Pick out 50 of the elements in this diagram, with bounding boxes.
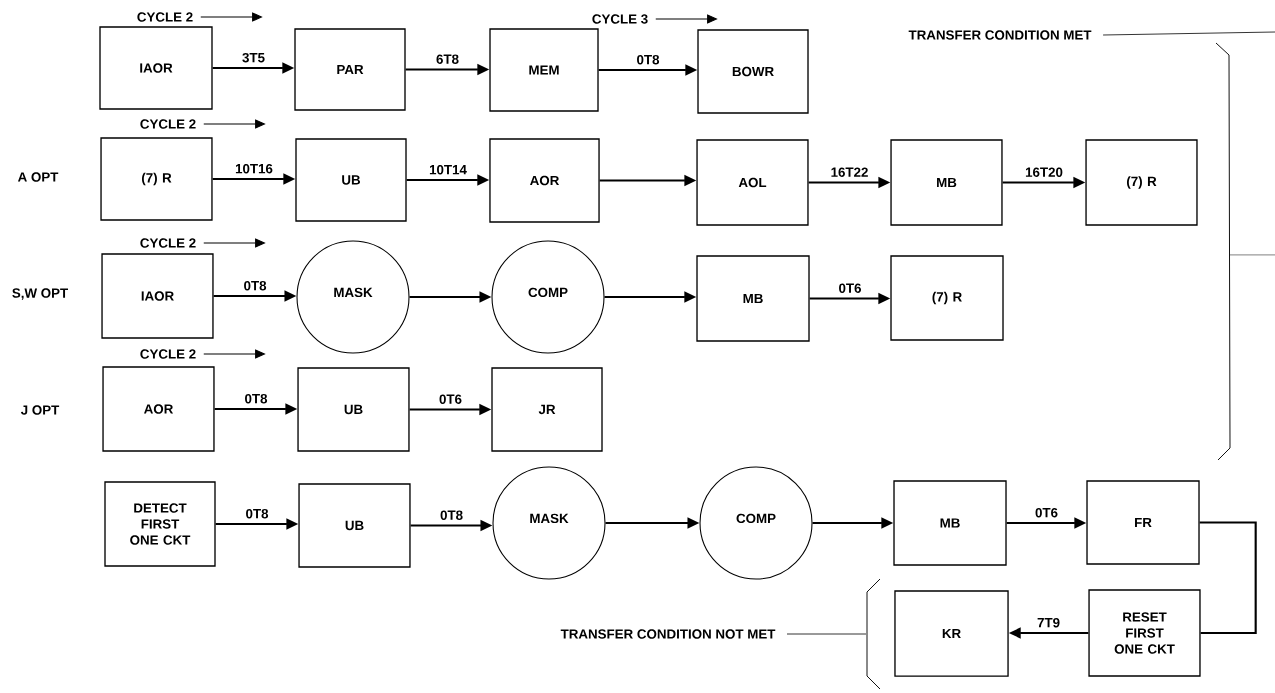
process-box: PAR: [294, 28, 406, 111]
process-box: UB: [297, 367, 410, 452]
edge-label: 16T20: [1023, 166, 1065, 179]
circle-node: MASK: [492, 466, 606, 580]
edge-label: 0T8: [635, 53, 661, 66]
process-box: IAOR: [101, 253, 214, 339]
process-box: (7) R: [1085, 139, 1198, 226]
cycle-label: CYCLE 2: [140, 349, 196, 359]
process-box: UB: [298, 483, 411, 568]
edge-label: 3T5: [240, 51, 267, 64]
edge-label: 6T8: [434, 53, 461, 66]
row-label: J OPT: [20, 405, 60, 415]
condition-label: TRANSFER CONDITION MET: [908, 30, 1092, 40]
process-box: MB: [696, 255, 810, 342]
process-box: MB: [890, 139, 1003, 226]
edge-label: 7T9: [1035, 616, 1062, 629]
process-box: DETECT FIRST ONE CKT: [104, 481, 216, 567]
edge-label: 10T14: [427, 163, 469, 176]
cycle-label: CYCLE 2: [140, 238, 196, 248]
row-label: S,W OPT: [12, 288, 68, 300]
cycle-label: CYCLE 2: [140, 119, 196, 129]
circle-node: COMP: [699, 466, 813, 580]
process-box: JR: [491, 367, 603, 452]
process-box: UB: [295, 138, 407, 222]
process-box: FR: [1086, 480, 1200, 565]
edge-label: 16T22: [829, 166, 870, 179]
circle-node: MASK: [296, 240, 410, 354]
process-box: AOR: [489, 138, 600, 223]
edge-label: 0T8: [438, 509, 465, 522]
circle-node: COMP: [491, 240, 605, 354]
edge-label: 0T8: [243, 392, 269, 405]
process-box: BOWR: [697, 29, 809, 114]
process-box: MEM: [489, 28, 599, 112]
edge-label: 10T16: [233, 162, 275, 175]
cycle-label: CYCLE 3: [592, 14, 648, 24]
process-box: (7) R: [890, 255, 1004, 341]
edge-label: 0T6: [437, 393, 464, 406]
condition-label: TRANSFER CONDITION NOT MET: [560, 629, 776, 639]
process-box: RESET FIRST ONE CKT: [1088, 589, 1201, 677]
process-box: KR: [894, 590, 1009, 677]
process-box: IAOR: [99, 26, 213, 110]
edge-label: 0T6: [837, 282, 863, 295]
process-box: MB: [893, 480, 1007, 566]
edge-label: 0T8: [244, 507, 270, 520]
row-label: A OPT: [17, 172, 59, 182]
process-box: (7) R: [100, 137, 213, 221]
process-box: AOR: [102, 366, 215, 452]
process-box: AOL: [696, 139, 809, 226]
edge-label: 0T8: [242, 279, 268, 292]
edge-label: 0T6: [1033, 506, 1060, 519]
